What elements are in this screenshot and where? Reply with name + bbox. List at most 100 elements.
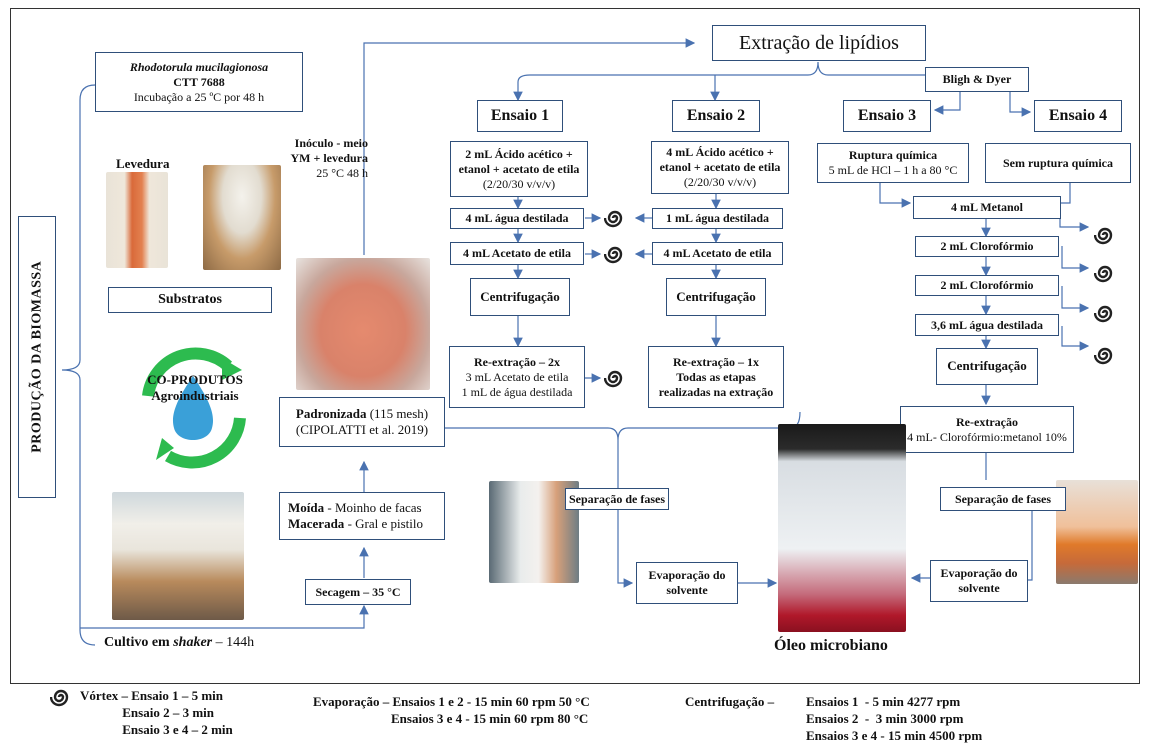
ensaio2-title-box: Ensaio 2 bbox=[672, 100, 760, 132]
side-label: PRODUÇÃO DA BIOMASSA bbox=[29, 260, 45, 454]
coprodutos-line1: CO-PRODUTOS bbox=[147, 372, 243, 387]
e2-reex-l2: Todas as etapas bbox=[676, 369, 756, 384]
e2-step1-l3: (2/20/30 v/v/v) bbox=[683, 175, 757, 189]
padronizada-ref: (CIPOLATTI et al. 2019) bbox=[295, 422, 429, 437]
ensaio2-title: Ensaio 2 bbox=[686, 107, 746, 124]
separacao-right-label: Separação de fases bbox=[955, 491, 1051, 506]
strain-code: CTT 7688 bbox=[173, 74, 225, 89]
ensaio1-title: Ensaio 1 bbox=[490, 107, 550, 124]
e2-step1-l2: etanol + acetato de etila bbox=[659, 160, 781, 174]
secagem-box: Secagem – 35 °C bbox=[305, 579, 411, 605]
e1-reex-l3: 1 mL de água destilada bbox=[461, 384, 573, 399]
sem-ruptura-label: Sem ruptura química bbox=[1002, 155, 1113, 170]
ensaio1-step1: 2 mL Ácido acético + etanol + acetato de… bbox=[450, 141, 588, 197]
e2-step2-label: 1 mL água destilada bbox=[665, 211, 770, 225]
e1-step3-label: 4 mL Acetato de etila bbox=[463, 246, 571, 260]
inoculo-line1: Inóculo - meio bbox=[294, 136, 368, 150]
strain-box: Rhodotorula mucilagionosa CTT 7688 Incub… bbox=[95, 52, 303, 112]
vortex-icon bbox=[604, 370, 623, 388]
padronizada-mesh: (115 mesh) bbox=[366, 405, 429, 421]
moida-title: Moída bbox=[288, 499, 325, 515]
e1-step2-label: 4 mL água destilada bbox=[465, 211, 569, 225]
ensaio2-centrifugacao: Centrifugação bbox=[666, 278, 766, 316]
ensaio2-step3: 4 mL Acetato de etila bbox=[652, 242, 783, 265]
e34-reex-l1: Re-extração bbox=[956, 414, 1018, 429]
sem-ruptura-box: Sem ruptura química bbox=[985, 143, 1131, 183]
e2-reex-l3: realizadas na extração bbox=[658, 384, 774, 399]
e1-step1-l2: etanol + acetato de etila bbox=[458, 161, 580, 176]
cloroformio2-label: 2 mL Clorofórmio bbox=[940, 278, 1034, 292]
substratos-label: Substratos bbox=[158, 292, 222, 308]
e1-reex-l2: 3 mL Acetato de etila bbox=[465, 369, 569, 384]
legend-centrifugacao-label: Centrifugação – bbox=[685, 694, 775, 709]
e2-centri-label: Centrifugação bbox=[676, 288, 756, 304]
e2-reex-l1: Re-extração – 1x bbox=[673, 354, 759, 369]
recycle-icon bbox=[142, 347, 246, 469]
vortex-icon bbox=[604, 246, 623, 264]
separation-tube-photo-left bbox=[489, 481, 579, 583]
moida-desc: - Moinho de facas bbox=[324, 499, 422, 515]
oil-vial-photo bbox=[778, 424, 906, 632]
padronizada-box: Padronizada (115 mesh) (CIPOLATTI et al.… bbox=[279, 397, 445, 447]
bligh-label: Bligh & Dyer bbox=[942, 72, 1012, 86]
ensaio34-centrifugacao: Centrifugação bbox=[936, 348, 1038, 385]
title-box: Extração de lipídios bbox=[712, 25, 926, 61]
metanol-box: 4 mL Metanol bbox=[913, 196, 1061, 219]
ensaio3-title: Ensaio 3 bbox=[857, 107, 917, 124]
legend-centrifugacao: Ensaios 1 - 5 min 4277 rpm Ensaios 2 - 3… bbox=[806, 694, 983, 743]
evaporacao-right-box: Evaporação do solvente bbox=[930, 560, 1028, 602]
strain-incubation: Incubação a 25 ºC por 48 h bbox=[133, 89, 265, 104]
padronizada-title: Padronizada bbox=[295, 405, 367, 421]
evap-left-l1: Evaporação do bbox=[648, 568, 726, 582]
legend-evaporacao: Evaporação – Ensaios 1 e 2 - 15 min 60 r… bbox=[313, 694, 590, 726]
e34-centri-label: Centrifugação bbox=[947, 358, 1027, 374]
ruptura-l1: Ruptura química bbox=[848, 148, 938, 162]
separacao-left-label: Separação de fases bbox=[569, 491, 665, 506]
e1-centri-label: Centrifugação bbox=[480, 288, 560, 304]
evap-left-l2: solvente bbox=[666, 583, 708, 597]
cultivo-label: Cultivo em shaker – 144h bbox=[104, 634, 254, 652]
inoculo-text: Inóculo - meio YM + levedura 25 °C 48 h bbox=[268, 136, 369, 181]
shaker-cultivation-photo bbox=[112, 492, 244, 620]
vortex-icon bbox=[1094, 305, 1113, 323]
inoculo-line3: 25 °C 48 h bbox=[316, 166, 368, 180]
bligh-box: Bligh & Dyer bbox=[925, 67, 1029, 92]
macerada-desc: - Gral e pistilo bbox=[344, 516, 424, 531]
agua-destilada-label: 3,6 mL água destilada bbox=[930, 317, 1044, 332]
evap-right-l1: Evaporação do bbox=[940, 566, 1018, 580]
ensaio1-step2: 4 mL água destilada bbox=[450, 208, 584, 229]
vortex-icon bbox=[1094, 347, 1113, 365]
oleo-label: Óleo microbiano bbox=[774, 637, 888, 654]
ensaio1-title-box: Ensaio 1 bbox=[477, 100, 563, 132]
moida-box: Moída - Moinho de facas Macerada - Gral … bbox=[279, 492, 445, 540]
agua-destilada-box: 3,6 mL água destilada bbox=[915, 314, 1059, 336]
page-title: Extração de lipídios bbox=[739, 31, 899, 54]
e2-step1-l1: 4 mL Ácido acético + bbox=[666, 145, 774, 159]
secagem-label: Secagem – 35 °C bbox=[315, 584, 401, 599]
ensaio2-step1: 4 mL Ácido acético + etanol + acetato de… bbox=[651, 141, 789, 194]
ensaio2-step2: 1 mL água destilada bbox=[652, 208, 783, 229]
vortex-icon bbox=[1094, 265, 1113, 283]
cultivo-b: shaker bbox=[173, 635, 213, 650]
coprodutos-line2: Agroindustriais bbox=[151, 388, 239, 404]
vortex-icon bbox=[604, 210, 623, 228]
e2-step3-label: 4 mL Acetato de etila bbox=[663, 246, 772, 260]
separation-tube-photo-right bbox=[1056, 480, 1138, 584]
strain-species: Rhodotorula mucilagionosa bbox=[129, 59, 269, 74]
cultivo-a: Cultivo em bbox=[104, 635, 174, 650]
ruptura-l2: 5 mL de HCl – 1 h a 80 °C bbox=[828, 163, 958, 177]
cloroformio1-label: 2 mL Clorofórmio bbox=[940, 239, 1034, 253]
ensaio3-title-box: Ensaio 3 bbox=[843, 100, 931, 132]
e34-reex-l2: 4 mL- Clorofórmio:metanol 10% bbox=[907, 429, 1067, 444]
evaporacao-left-box: Evaporação do solvente bbox=[636, 562, 738, 604]
ensaio34-reextracao: Re-extração 4 mL- Clorofórmio:metanol 10… bbox=[900, 406, 1074, 453]
ensaio1-centrifugacao: Centrifugação bbox=[470, 278, 570, 316]
e1-step1-l3: (2/20/30 v/v/v) bbox=[482, 176, 556, 191]
ensaio1-reextracao: Re-extração – 2x 3 mL Acetato de etila 1… bbox=[449, 346, 585, 408]
legend-vortex: Vórtex – Ensaio 1 – 5 min Ensaio 2 – 3 m… bbox=[80, 688, 233, 737]
levedura-label: Levedura bbox=[116, 156, 170, 171]
vortex-icon bbox=[50, 689, 69, 707]
cloroformio1-box: 2 mL Clorofórmio bbox=[915, 236, 1059, 257]
separacao-right-box: Separação de fases bbox=[940, 487, 1066, 511]
inoculo-line2: YM + levedura bbox=[290, 151, 369, 165]
